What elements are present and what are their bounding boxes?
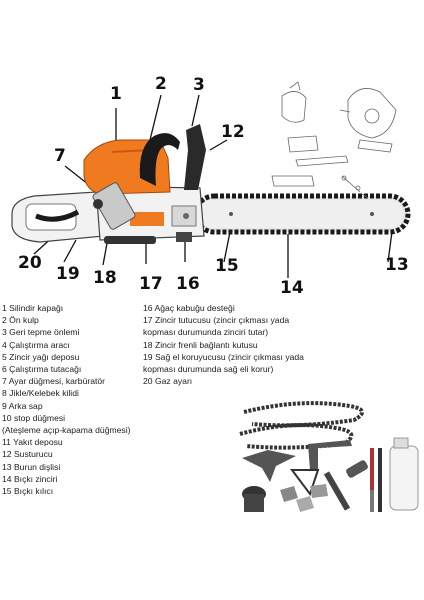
callout-14: 14: [280, 278, 304, 298]
legend-item: 2 Ön kulp: [2, 315, 39, 326]
legend-item: 16 Ağaç kabuğu desteği: [143, 303, 235, 313]
legend-item: 9 Arka sap: [2, 400, 43, 411]
callout-7: 7: [54, 146, 66, 166]
legend-item: 14 Bıçkı zinciri: [2, 473, 58, 484]
legend-item: 19 Sağ el koruyucusu (zincir çıkması yad…: [143, 351, 304, 362]
exploded-view-sketch: [271, 81, 397, 199]
callout-12: 12: [221, 122, 245, 142]
callout-17: 17: [139, 274, 163, 294]
callout-18: 18: [93, 268, 117, 288]
legend-item: 8 Jikle/Kelebek kilidi: [2, 388, 79, 399]
callout-19: 19: [56, 264, 80, 284]
legend-item: 11 Yakıt deposu: [2, 437, 63, 448]
legend-item: 3 Geri tepme önlemi: [2, 327, 80, 338]
legend-right: 16 Ağaç kabuğu desteği 17 Zincir tutucus…: [143, 302, 333, 387]
legend-item: 6 Çalıştırma tutacağı: [2, 364, 82, 375]
legend-item: 17 Zincir tutucusu (zincir çıkması yada: [143, 315, 290, 326]
legend-item: kopması durumunda sağ eli korur): [143, 364, 274, 375]
legend-item: kopması durumunda zinciri tutar): [143, 327, 269, 338]
saw-body: [11, 124, 206, 244]
legend-left: 1 Silindir kapağı 2 Ön kulp 3 Geri tepme…: [2, 302, 142, 497]
legend-item: 18 Zincir frenli bağlantı kutusu: [143, 339, 258, 350]
legend-item: 10 stop düğmesi: [2, 412, 66, 423]
callout-1: 1: [110, 84, 122, 104]
callout-15: 15: [215, 256, 239, 276]
callout-2: 2: [155, 74, 167, 94]
legend-item: 13 Burun dişlisi: [2, 461, 61, 472]
callout-13: 13: [385, 255, 409, 275]
accessories-sketch: [239, 401, 419, 512]
legend-item: 1 Silindir kapağı: [2, 303, 64, 313]
legend-item: 7 Ayar düğmesi, karbüratör: [2, 376, 106, 387]
guide-bar: [193, 193, 411, 235]
legend-item: 12 Susturucu: [2, 449, 53, 460]
callout-20: 20: [18, 253, 42, 273]
callout-16: 16: [176, 274, 200, 294]
legend-item: 4 Çalıştırma aracı: [2, 339, 70, 350]
legend-item: (Ateşleme açıp-kapama düğmesi): [2, 425, 131, 436]
legend-item: 20 Gaz ayarı: [143, 376, 193, 387]
legend-item: 5 Zincir yağı deposu: [2, 351, 80, 362]
legend-item: 15 Bıçkı kılıcı: [2, 486, 54, 497]
callout-3: 3: [193, 75, 205, 95]
